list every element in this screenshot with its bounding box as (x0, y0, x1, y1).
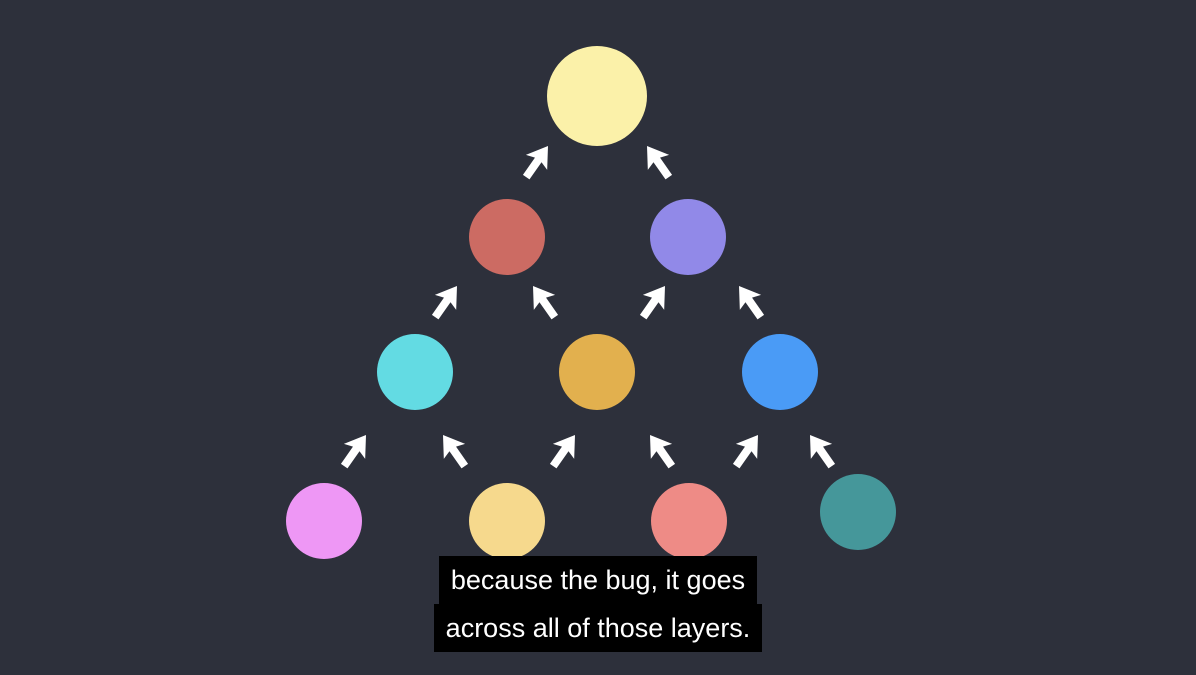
caption-row-1: because the bug, it goes (0, 556, 1196, 604)
node-bottom-1 (286, 483, 362, 559)
node-bottom-4 (820, 474, 896, 550)
arrow-up-icon (431, 286, 457, 320)
arrow-up-icon (443, 435, 469, 469)
node-bottom-2 (469, 483, 545, 559)
caption-row-2: across all of those layers. (0, 604, 1196, 652)
arrow-up-icon (810, 435, 836, 469)
arrow-up-icon (647, 146, 673, 180)
node-mid-right (650, 199, 726, 275)
caption-line-2: across all of those layers. (433, 604, 763, 652)
arrow-up-icon (549, 435, 575, 469)
arrow-up-icon (739, 286, 765, 320)
node-top (547, 46, 647, 146)
arrow-up-icon (340, 435, 366, 469)
node-mid-left (469, 199, 545, 275)
arrow-up-icon (522, 146, 548, 180)
caption-line-1: because the bug, it goes (438, 556, 758, 604)
node-row3-right (742, 334, 818, 410)
node-row3-center (559, 334, 635, 410)
arrow-up-icon (639, 286, 665, 320)
node-row3-left (377, 334, 453, 410)
arrow-up-icon (533, 286, 559, 320)
arrow-up-icon (732, 435, 758, 469)
arrow-up-icon (650, 435, 676, 469)
node-bottom-3 (651, 483, 727, 559)
